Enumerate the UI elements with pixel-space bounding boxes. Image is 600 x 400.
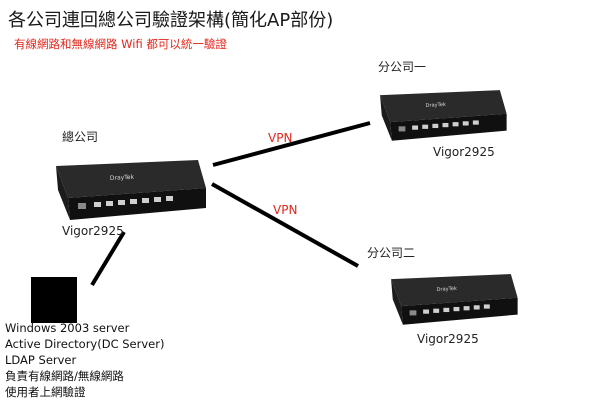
- server-desc-line: 使用者上網驗證: [5, 385, 86, 399]
- hq-router-icon: DrayTek: [56, 160, 206, 220]
- vpn-link-branch1: [212, 121, 371, 167]
- page-title: 各公司連回總公司驗證架構(簡化AP部份): [8, 10, 334, 31]
- branch1-router-icon: DrayTek: [380, 90, 507, 141]
- page-subtitle: 有線網路和無線網路 Wifi 都可以統一驗證: [14, 37, 227, 51]
- branch2-model-label: Vigor2925: [417, 332, 479, 346]
- branch2-router-brand: DrayTek: [436, 286, 457, 293]
- vpn-label-branch2: VPN: [273, 203, 298, 217]
- server-desc-line: Active Directory(DC Server): [5, 337, 165, 351]
- server-desc-line: Windows 2003 server: [5, 321, 130, 335]
- branch2-router-icon: DrayTek: [391, 274, 518, 325]
- vpn-link-branch2: [211, 182, 359, 268]
- vpn-label-branch1: VPN: [268, 131, 293, 145]
- server-desc-line: LDAP Server: [5, 353, 77, 367]
- branch2-name-label: 分公司二: [367, 246, 416, 260]
- branch1-name-label: 分公司一: [378, 60, 427, 74]
- hq-name-label: 總公司: [62, 130, 99, 144]
- server-icon: [31, 277, 77, 323]
- hq-model-label: Vigor2925: [62, 224, 124, 238]
- server-desc-line: 負責有線網路/無線網路: [5, 369, 124, 383]
- branch1-router-brand: DrayTek: [425, 102, 446, 109]
- server-link: [90, 230, 126, 287]
- branch1-model-label: Vigor2925: [433, 145, 495, 159]
- hq-router-brand: DrayTek: [110, 174, 135, 182]
